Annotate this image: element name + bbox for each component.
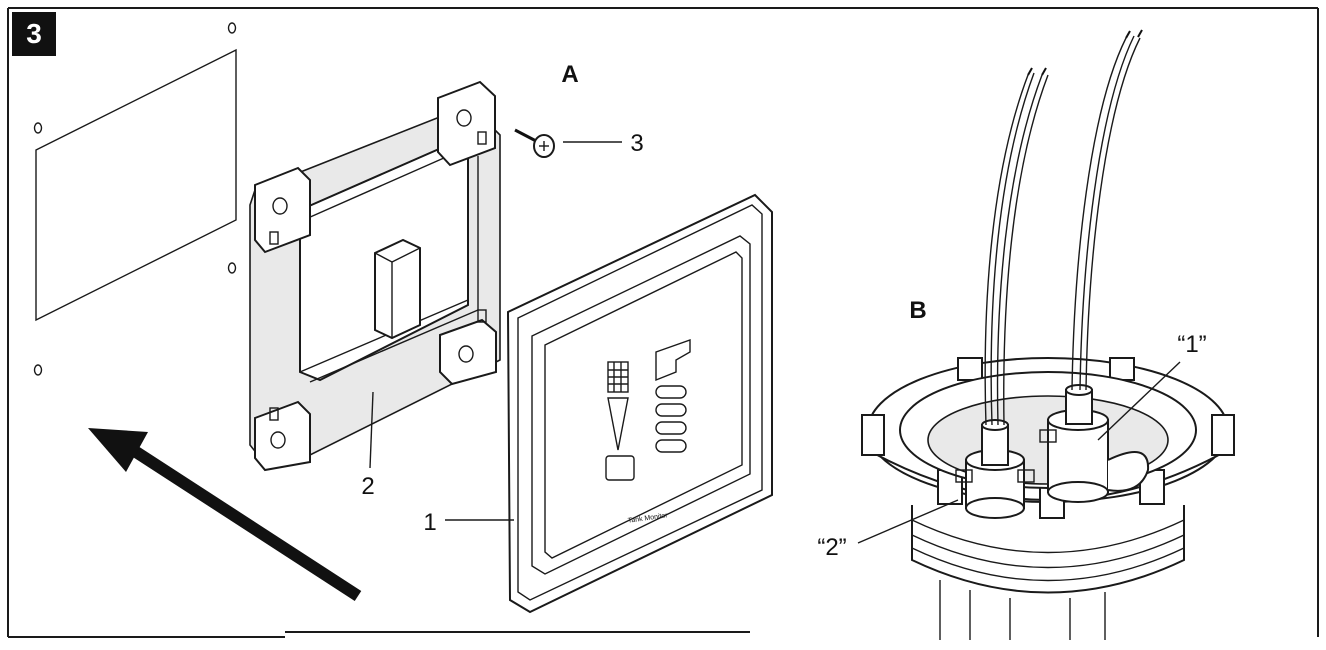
screw <box>514 128 555 158</box>
callout-sensor-1: “1” <box>1177 331 1206 358</box>
callout-sensor-2: “2” <box>817 534 846 561</box>
callout-screw: 3 <box>630 130 643 157</box>
figure-number: 3 <box>26 18 42 49</box>
sensor-cables <box>984 29 1143 426</box>
callout-display-unit: 1 <box>423 509 436 536</box>
sensor-2 <box>955 419 1035 519</box>
callout-leaders-b <box>857 361 1181 544</box>
wall-cutout <box>33 22 237 376</box>
mounting-frame <box>249 80 501 472</box>
level-gauge-icon <box>605 361 635 481</box>
display-unit: Tank Monitor <box>506 193 773 614</box>
callout-leaders-a <box>369 141 622 521</box>
figure-frame <box>7 7 1319 638</box>
sensor-1 <box>1039 384 1150 503</box>
figure-number-badge: 3 <box>12 12 56 56</box>
panel-a-label: A <box>561 61 578 88</box>
panel-b-label: B <box>909 297 926 324</box>
callout-mounting-frame: 2 <box>361 473 374 500</box>
insertion-arrow <box>88 428 362 602</box>
tank-level-bars <box>655 339 691 453</box>
tank-flange <box>861 357 1235 640</box>
